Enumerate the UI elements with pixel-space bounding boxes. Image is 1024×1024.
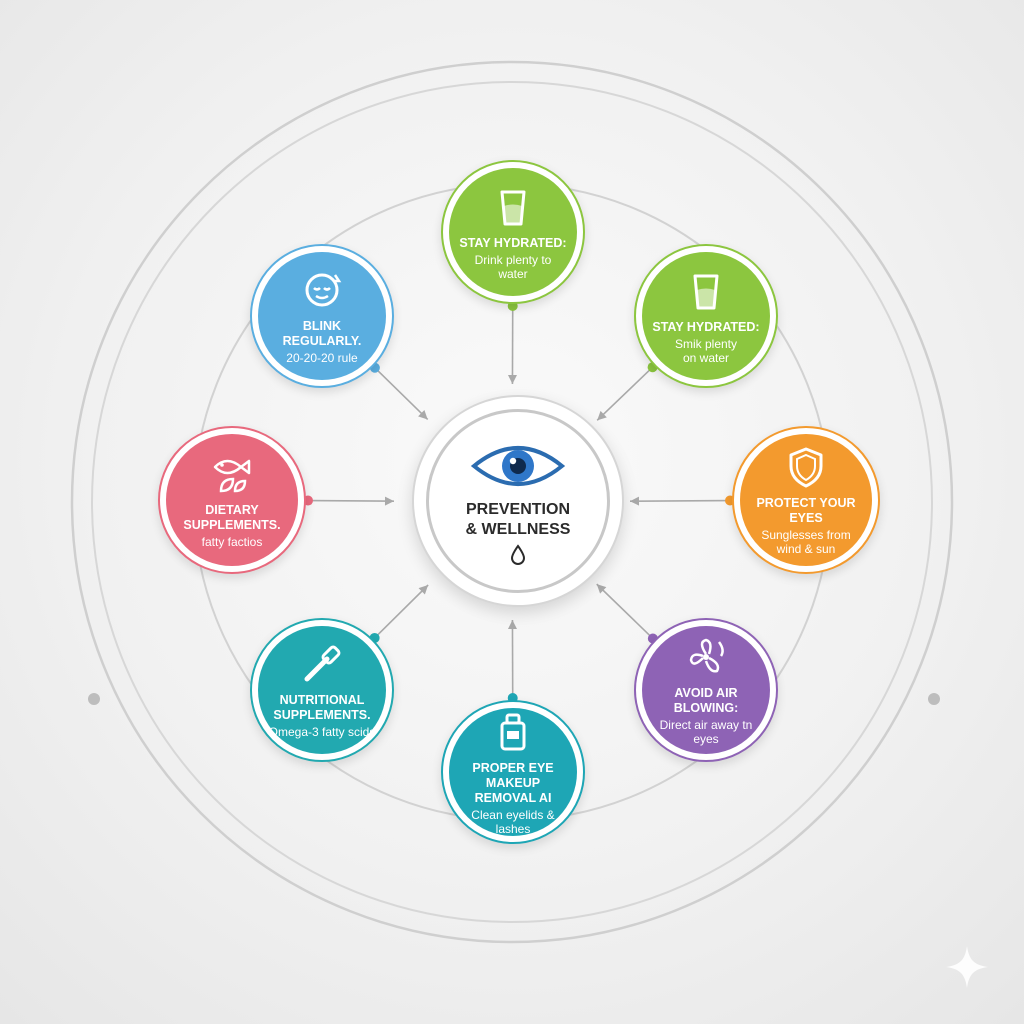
node-subtitle: Direct air away tn eyes <box>659 718 753 746</box>
connector-blink <box>369 362 429 421</box>
node-subtitle: Clean eyelids & lashes <box>471 807 555 836</box>
node-subtitle: fatty factios <box>201 535 263 549</box>
water-glass-icon <box>500 190 526 225</box>
fish-leaf-icon <box>213 459 251 493</box>
node-title: AVOID AIR BLOWING: <box>673 686 739 715</box>
node-title: BLINK REGULARLY. <box>282 319 362 348</box>
makeup-brush-icon <box>304 645 341 682</box>
node-avoid-air: AVOID AIR BLOWING: Direct air away tn eye… <box>634 618 778 762</box>
connector-eye-makeup <box>507 619 518 704</box>
water-glass-icon <box>693 274 719 309</box>
blink-face-icon <box>305 273 342 307</box>
node-title: NUTRITIONAL SUPPLEMENTS. <box>273 693 371 722</box>
connector-stay-hydrated-top <box>507 300 518 385</box>
eye-icon <box>470 446 566 486</box>
ring-dot-left <box>88 693 100 705</box>
node-nutritional: NUTRITIONAL SUPPLEMENTS. Omega-3 fatty sc… <box>250 618 394 762</box>
ring-2 <box>91 81 933 923</box>
node-stay-hydrated-right: STAY HYDRATED: Smik plenty on water <box>634 244 778 388</box>
water-drop-icon <box>510 544 526 565</box>
ring-dot-right <box>928 693 940 705</box>
connector-nutritional <box>369 584 429 643</box>
node-protect-eyes: PROTECT YOUR EYES Sunglesses from wind & … <box>732 426 880 574</box>
ring-1 <box>70 60 954 944</box>
connector-stay-hydrated-right <box>596 362 658 421</box>
node-title: PROPER EYE MAKEUP REMOVAL AI <box>472 760 554 805</box>
sparkle-icon <box>946 946 988 988</box>
node-blink: BLINK REGULARLY. 20-20-20 rule <box>250 244 394 388</box>
node-title: STAY HYDRATED: <box>459 235 567 250</box>
makeup-remover-icon <box>500 713 526 750</box>
connector-avoid-air <box>596 583 658 644</box>
node-subtitle: Omega-3 fatty scids <box>268 725 376 739</box>
center-title: PREVENTION & WELLNESS <box>465 501 571 538</box>
connector-dietary <box>302 495 395 506</box>
node-subtitle: Smik plenty on water <box>674 336 738 365</box>
connector-protect-eyes <box>629 495 736 506</box>
node-title: STAY HYDRATED: <box>652 319 760 334</box>
fan-icon <box>689 638 724 673</box>
center-hub: PREVENTION & WELLNESS <box>412 395 624 607</box>
node-dietary: DIETARY SUPPLEMENTS. fatty factios <box>158 426 306 574</box>
node-title: PROTECT YOUR EYES <box>756 496 856 525</box>
node-subtitle: Drink plenty to water <box>474 252 552 281</box>
node-title: DIETARY SUPPLEMENTS. <box>183 503 281 532</box>
node-stay-hydrated-top: STAY HYDRATED: Drink plenty to water <box>441 160 585 304</box>
shield-icon <box>789 447 823 488</box>
node-subtitle: 20-20-20 rule <box>286 351 358 365</box>
node-subtitle: Sunglesses from wind & sun <box>761 528 851 556</box>
